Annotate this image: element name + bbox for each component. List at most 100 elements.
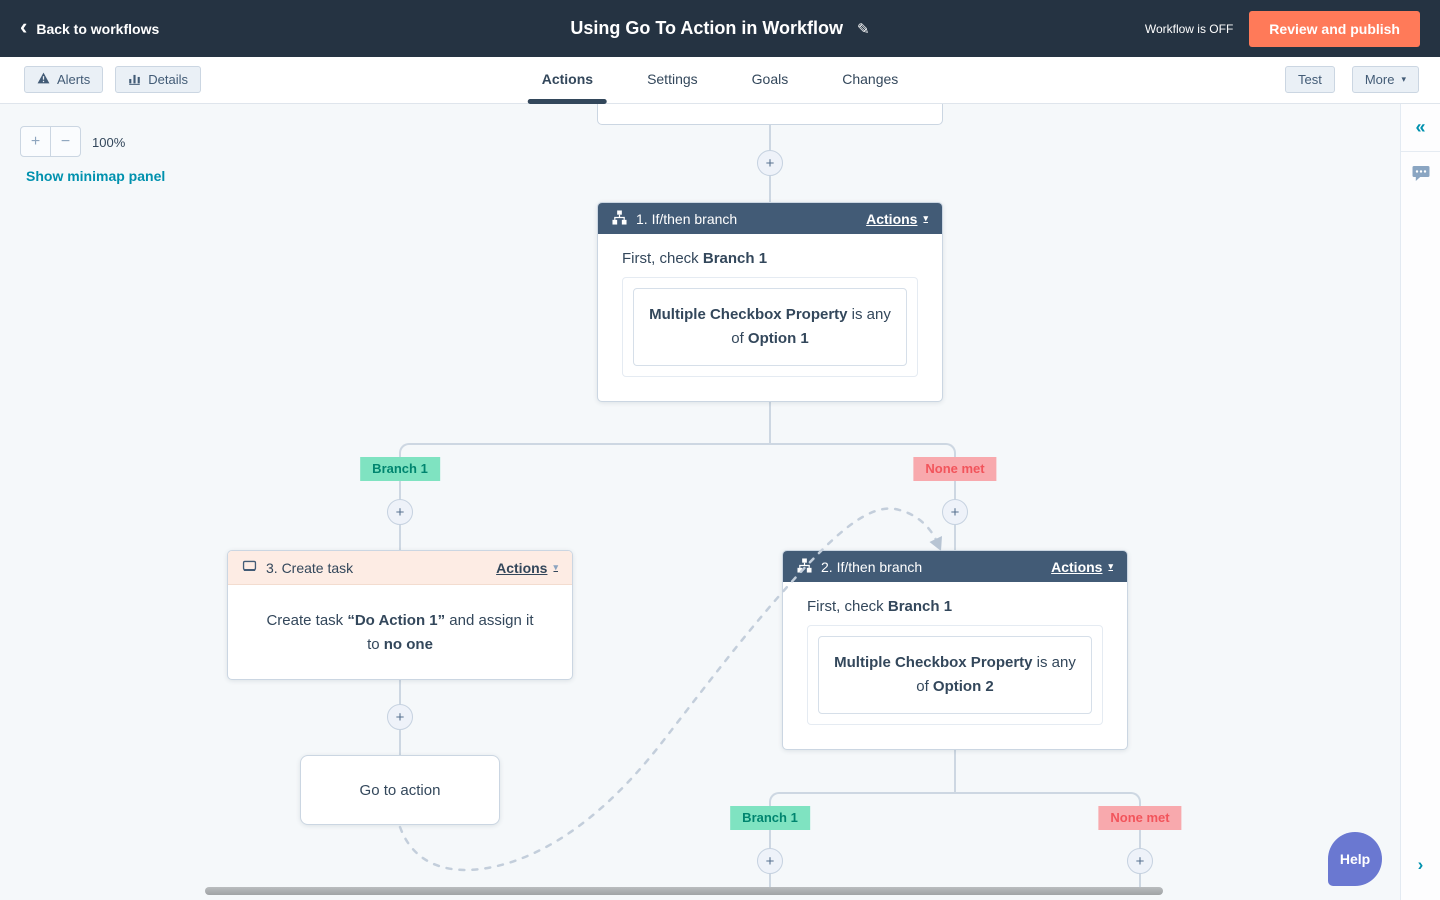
if-then-branch-node-2[interactable]: 2. If/then branch Actions ▾ First, check… xyxy=(782,550,1128,750)
add-action-button[interactable]: + xyxy=(387,704,413,730)
details-label: Details xyxy=(148,72,188,87)
zoom-out-button[interactable]: − xyxy=(50,126,81,157)
condition-box: Multiple Checkbox Property is any of Opt… xyxy=(633,288,907,366)
node-header: 2. If/then branch Actions ▾ xyxy=(783,551,1127,582)
condition-operator: is any of xyxy=(731,306,891,347)
check-target: Branch 1 xyxy=(887,598,953,615)
collapse-panel-cell: « xyxy=(1401,104,1440,152)
tab-actions[interactable]: Actions xyxy=(515,57,620,104)
condition-value: Option 2 xyxy=(932,678,994,695)
zoom-in-button[interactable]: + xyxy=(20,126,51,157)
review-and-publish-button[interactable]: Review and publish xyxy=(1249,10,1420,47)
connector-line xyxy=(954,750,956,792)
task-assignee: no one xyxy=(383,636,433,653)
workflow-title: Using Go To Action in Workflow xyxy=(570,18,844,38)
tab-goals[interactable]: Goals xyxy=(751,71,789,87)
more-label: More xyxy=(1364,72,1395,87)
workflow-tabs: Actions Settings Goals Changes xyxy=(515,57,926,104)
toolbar-right-group: Test More ▾ xyxy=(1285,66,1419,93)
if-then-branch-node-1[interactable]: 1. If/then branch Actions ▾ First, check… xyxy=(597,202,943,402)
toolbar-left-group: Alerts Details xyxy=(24,66,201,93)
tab-settings[interactable]: Settings xyxy=(647,71,698,87)
node-title: 1. If/then branch xyxy=(636,210,738,227)
bar-chart-icon xyxy=(128,72,141,88)
actions-menu-label: Actions xyxy=(866,210,918,227)
add-action-button[interactable]: + xyxy=(387,499,413,525)
chevron-down-icon: ▾ xyxy=(553,562,558,572)
back-label: Back to workflows xyxy=(36,20,160,37)
back-to-workflows-link[interactable]: ‹ Back to workflows xyxy=(20,0,159,57)
node-title: 2. If/then branch xyxy=(821,558,923,575)
comment-bubble-icon[interactable] xyxy=(1412,165,1430,187)
more-dropdown-button[interactable]: More ▾ xyxy=(1351,66,1419,93)
condition-group-box: Multiple Checkbox Property is any of Opt… xyxy=(622,277,918,377)
workflow-status-text: Workflow is OFF xyxy=(1144,21,1234,36)
check-prefix: First, check xyxy=(807,598,888,615)
node-actions-menu[interactable]: Actions ▾ xyxy=(866,211,928,227)
horizontal-scrollbar[interactable] xyxy=(205,887,1163,895)
node-header: 3. Create task Actions ▾ xyxy=(228,551,572,585)
condition-property: Multiple Checkbox Property xyxy=(649,306,848,323)
add-action-button[interactable]: + xyxy=(1127,848,1153,874)
right-sidebar-rail: « › xyxy=(1400,104,1440,900)
expand-panel-icon[interactable]: › xyxy=(1417,855,1424,874)
add-action-button[interactable]: + xyxy=(757,150,783,176)
chevron-left-icon: ‹ xyxy=(20,14,28,39)
task-name: “Do Action 1” xyxy=(347,612,446,629)
details-button[interactable]: Details xyxy=(115,66,201,93)
top-navbar: ‹ Back to workflows Using Go To Action i… xyxy=(0,0,1440,57)
node-title: 3. Create task xyxy=(266,559,354,576)
actions-menu-label: Actions xyxy=(1051,558,1103,575)
add-action-button[interactable]: + xyxy=(942,499,968,525)
test-button[interactable]: Test xyxy=(1285,66,1335,93)
none-met-label-chip: None met xyxy=(1098,806,1182,830)
chevron-down-icon: ▾ xyxy=(1108,561,1113,571)
warning-triangle-icon xyxy=(37,72,50,87)
add-action-button[interactable]: + xyxy=(757,848,783,874)
task-summary-text: Create task “Do Action 1” and assign it … xyxy=(228,585,572,681)
chevron-down-icon: ▾ xyxy=(923,213,928,223)
zoom-level-text: 100% xyxy=(92,135,126,150)
previous-node-partial[interactable] xyxy=(597,104,943,125)
show-minimap-link[interactable]: Show minimap panel xyxy=(26,168,166,184)
create-task-node[interactable]: 3. Create task Actions ▾ Create task “Do… xyxy=(227,550,573,680)
branch-check-text: First, check Branch 1 xyxy=(783,582,1127,615)
sitemap-branch-icon xyxy=(797,557,812,576)
connector-line xyxy=(769,402,771,443)
alerts-button[interactable]: Alerts xyxy=(24,66,104,93)
condition-value: Option 1 xyxy=(747,330,809,347)
none-met-label-chip: None met xyxy=(913,457,997,481)
zoom-controls: + − xyxy=(20,126,81,157)
condition-group-box: Multiple Checkbox Property is any of Opt… xyxy=(807,625,1103,725)
tab-changes[interactable]: Changes xyxy=(842,71,899,87)
edit-title-icon[interactable]: ✎ xyxy=(857,20,870,38)
workflow-title-group: Using Go To Action in Workflow ✎ xyxy=(570,0,869,57)
branch-check-text: First, check Branch 1 xyxy=(598,234,942,267)
chevron-down-icon: ▾ xyxy=(1401,74,1406,84)
check-target: Branch 1 xyxy=(702,250,768,267)
task-text-prefix: Create task xyxy=(266,612,348,629)
workflow-canvas: + − 100% Show minimap panel + + + + + + … xyxy=(0,104,1400,900)
alerts-label: Alerts xyxy=(57,72,91,87)
branch-label-chip: Branch 1 xyxy=(360,457,440,481)
branch-split-line xyxy=(769,792,1141,806)
help-button[interactable]: Help xyxy=(1328,832,1382,886)
comments-cell xyxy=(1401,152,1440,200)
node-header: 1. If/then branch Actions ▾ xyxy=(598,203,942,234)
collapse-panel-icon[interactable]: « xyxy=(1415,117,1426,137)
task-icon xyxy=(242,559,257,576)
check-prefix: First, check xyxy=(622,250,703,267)
workflow-toolbar: Alerts Details Actions Settings Goals Ch… xyxy=(0,57,1440,104)
actions-menu-label: Actions xyxy=(496,559,548,576)
sitemap-branch-icon xyxy=(612,209,627,228)
condition-property: Multiple Checkbox Property xyxy=(834,654,1033,671)
branch-label-chip: Branch 1 xyxy=(730,806,810,830)
branch-split-line xyxy=(399,443,956,457)
navbar-right-group: Workflow is OFF Review and publish xyxy=(1145,0,1420,57)
node-actions-menu[interactable]: Actions ▾ xyxy=(496,560,558,576)
condition-box: Multiple Checkbox Property is any of Opt… xyxy=(818,636,1092,714)
node-actions-menu[interactable]: Actions ▾ xyxy=(1051,559,1113,575)
test-label: Test xyxy=(1298,72,1322,87)
go-to-action-label: Go to action xyxy=(359,781,441,799)
go-to-action-node[interactable]: Go to action xyxy=(300,755,500,825)
